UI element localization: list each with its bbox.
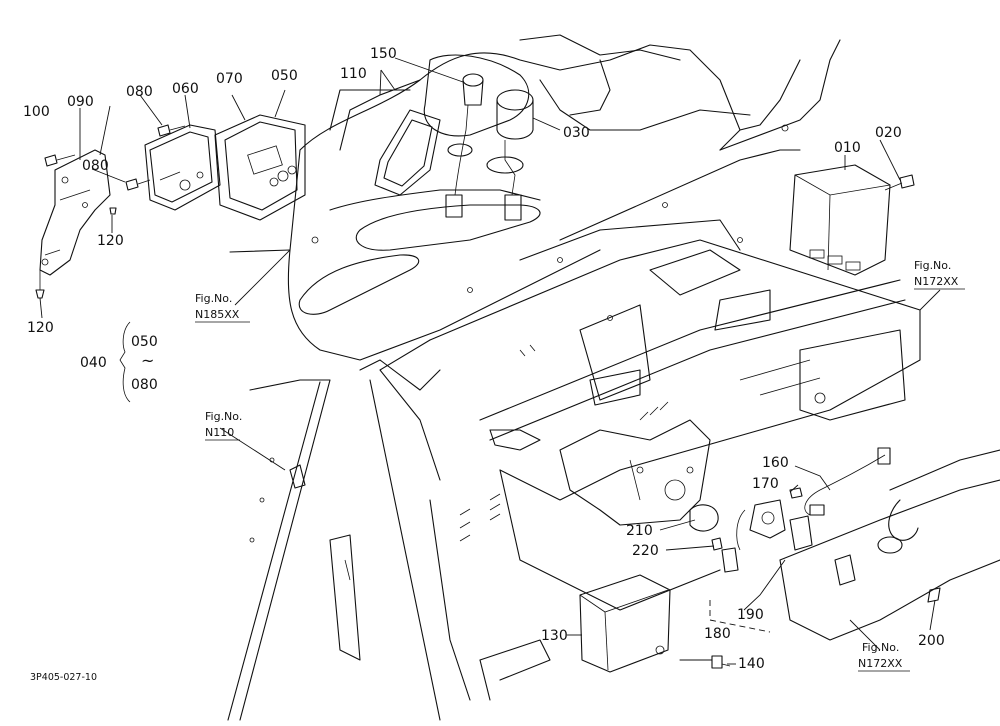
fig-ref-n110: N110 [205,426,234,439]
label-160: 160 [762,455,789,471]
side-cover-n172xx [779,449,1000,641]
stand-lower [479,639,551,701]
label-060: 060 [172,81,199,97]
sensor-180-190 [709,499,813,633]
figure-references: Fig.No. N185XX Fig.No. N110 Fig.No. N172… [195,259,965,672]
harness-160 [804,447,891,516]
label-180: 180 [704,626,731,642]
label-030: 030 [563,125,590,141]
label-190: 190 [737,607,764,623]
drawing-code: 3P405-027-10 [30,672,97,683]
part-labels: 150 110 030 010 020 050 070 060 080 090 … [23,46,945,672]
label-010: 010 [834,140,861,156]
label-040: 040 [80,355,107,371]
bolts-upper-left [44,124,186,215]
label-130: 130 [541,628,568,644]
label-020: 020 [875,125,902,141]
switch-150 [445,73,484,218]
bracket-090 [35,149,111,299]
controller-130 [579,574,723,673]
gasket-110 [374,109,441,196]
main-frame [359,219,921,721]
group-040-to: 080 [131,377,158,393]
label-170: 170 [752,476,779,492]
label-120-mid: 120 [97,233,124,249]
group-040-from: 050 [131,334,158,350]
sensor-bracket [559,419,723,551]
label-120-low: 120 [27,320,54,336]
ecu-010 [789,164,915,276]
fig-label-n185xx: Fig.No. [195,292,232,305]
unit-060 [144,124,221,211]
label-100: 100 [23,104,50,120]
label-220: 220 [632,543,659,559]
fig-label-n172xx-bottom: Fig.No. [862,641,899,654]
fig-ref-n185xx: N185XX [195,308,240,321]
group-bracket-040 [119,321,131,403]
label-140: 140 [738,656,765,672]
label-110: 110 [340,66,367,82]
group-040-tilde: ~ [141,351,154,370]
label-080-mid: 080 [82,158,109,174]
connector-170 [789,487,803,499]
label-050: 050 [271,68,298,84]
label-150: 150 [370,46,397,62]
console-panel [229,34,841,361]
rail-n110 [227,379,361,721]
label-210: 210 [626,523,653,539]
label-200: 200 [918,633,945,649]
label-080-top: 080 [126,84,153,100]
leader-lines [39,57,941,667]
fig-ref-n172xx-top: N172XX [914,275,959,288]
fig-label-n110: Fig.No. [205,410,242,423]
fig-ref-n172xx-bottom: N172XX [858,657,903,670]
label-090: 090 [67,94,94,110]
label-070: 070 [216,71,243,87]
fig-label-n172xx-top: Fig.No. [914,259,951,272]
lamp-030 [486,89,534,221]
controller-050-070 [214,114,306,221]
